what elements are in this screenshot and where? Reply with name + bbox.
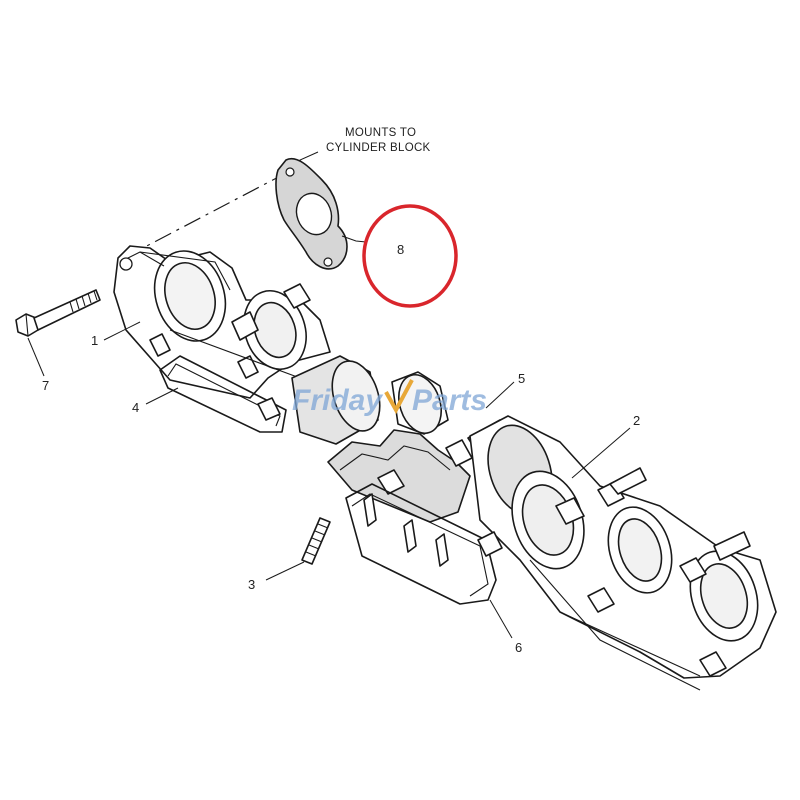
callout-8: 8 [397, 242, 404, 257]
callout-6: 6 [515, 640, 522, 655]
watermark-left: Friday [292, 384, 383, 417]
leader-6 [489, 599, 513, 639]
leader-1 [103, 321, 141, 341]
leader-2 [571, 427, 631, 479]
manifold-left-section [113, 245, 331, 399]
bracket-part-4 [159, 355, 287, 433]
watermark-check-icon [384, 379, 414, 415]
callout-1: 1 [91, 333, 98, 348]
callout-4: 4 [132, 400, 139, 415]
highlight-circle [362, 204, 458, 308]
watermark-logo: Friday Parts [292, 379, 487, 417]
leader-5 [485, 381, 515, 409]
gasket-part-8 [275, 157, 348, 270]
bracket-part-6 [345, 483, 503, 605]
bolt-part-7 [15, 289, 101, 337]
callout-2: 2 [633, 413, 640, 428]
leader-3 [265, 561, 305, 581]
manifold-right-section [469, 415, 777, 691]
mounts-note-line2: CYLINDER BLOCK [326, 142, 431, 154]
leader-4 [145, 387, 179, 405]
watermark-right: Parts [412, 384, 487, 417]
leader-8 [341, 235, 367, 243]
leader-7 [27, 337, 45, 377]
callout-7: 7 [42, 378, 49, 393]
callout-3: 3 [248, 577, 255, 592]
mounts-note-line1: MOUNTS TO [345, 127, 416, 139]
stud-part-3 [301, 517, 331, 565]
alignment-centerline [119, 171, 289, 261]
callout-5: 5 [518, 371, 525, 386]
